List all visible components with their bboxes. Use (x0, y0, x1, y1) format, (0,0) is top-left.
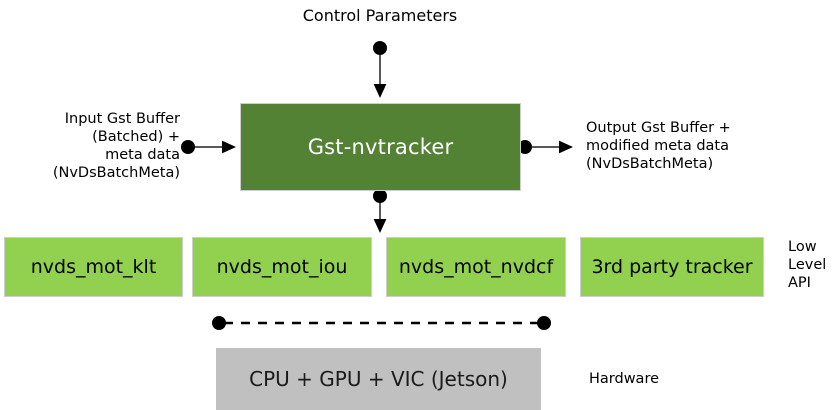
label-hardware-tier: Hardware (589, 371, 660, 387)
connector-hardware-dashed (212, 316, 551, 330)
block-gst-nvtracker-label: Gst-nvtracker (307, 135, 454, 159)
block-3rd-party-tracker[interactable]: 3rd party tracker (580, 237, 764, 297)
connector-low-level-api (373, 189, 387, 233)
block-hardware[interactable]: CPU + GPU + VIC (Jetson) (216, 348, 541, 410)
label-low-level-api-tier: Low Level API (788, 239, 827, 291)
block-nvds-mot-iou[interactable]: nvds_mot_iou (192, 237, 372, 297)
label-input-gst-buffer: Input Gst Buffer (Batched) + meta data (… (52, 111, 180, 181)
block-nvds-mot-klt-label: nvds_mot_klt (30, 256, 157, 278)
block-nvds-mot-klt[interactable]: nvds_mot_klt (4, 237, 183, 297)
label-control-parameters: Control Parameters (302, 6, 458, 25)
block-hardware-label: CPU + GPU + VIC (Jetson) (249, 367, 508, 391)
block-nvds-mot-iou-label: nvds_mot_iou (216, 256, 348, 278)
label-output-gst-buffer: Output Gst Buffer + modified meta data (… (586, 120, 731, 172)
connector-input-buffer (181, 140, 236, 154)
block-nvds-mot-nvdcf[interactable]: nvds_mot_nvdcf (386, 237, 566, 297)
block-3rd-party-tracker-label: 3rd party tracker (591, 256, 753, 278)
connector-output-buffer (518, 140, 573, 154)
block-gst-nvtracker[interactable]: Gst-nvtracker (240, 103, 521, 191)
block-nvds-mot-nvdcf-label: nvds_mot_nvdcf (398, 256, 554, 278)
connector-control-parameters (373, 41, 387, 98)
